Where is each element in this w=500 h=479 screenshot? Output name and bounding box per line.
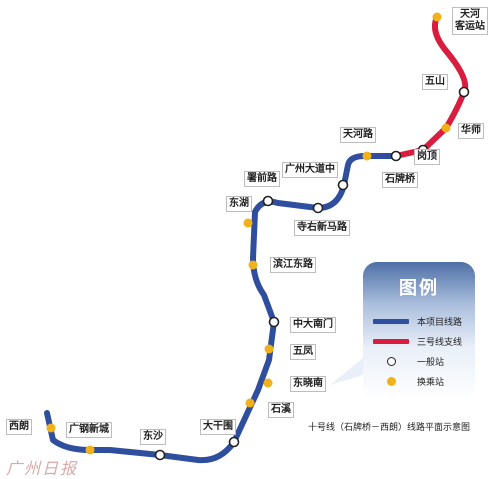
station-label-zhongdananmen: 中大南门: [290, 317, 336, 333]
station-dot-dongxiaonan: [263, 378, 273, 388]
station-dot-shixi: [245, 398, 255, 408]
station-dot-shipaiqiao: [390, 150, 402, 162]
station-label-guanggangxincheng: 广钢新城: [66, 422, 112, 438]
station-label-tianhelu: 天河路: [340, 127, 376, 143]
legend-main-line-label: 本项目线路: [417, 317, 463, 328]
station-dot-siyoumaju: [312, 202, 324, 214]
map-caption: 十号线（石牌桥－西朗）线路平面示意图: [308, 423, 471, 433]
main-line-swatch: [373, 318, 409, 324]
station-label-xilang: 西朗: [6, 419, 32, 435]
station-dot-xilang: [46, 423, 56, 433]
station-label-shixi: 石溪: [268, 402, 294, 418]
station-dot-binjiangdonglu: [248, 260, 258, 270]
station-label-shuqianlu: 署前路: [244, 171, 280, 187]
station-dot-wufeng: [264, 344, 274, 354]
legend-transfer-station-label: 换乘站: [417, 377, 445, 388]
station-dot-zhongdananmen: [268, 316, 280, 328]
station-label-dagangwei: 大干围: [200, 419, 236, 435]
station-label-binjiangdonglu: 滨江东路: [270, 257, 316, 273]
transfer-station-icon: [386, 376, 396, 386]
legend-title: 图例: [399, 278, 439, 299]
station-dot-tianhelu: [362, 151, 372, 161]
station-label-guangzhoudadaozhong: 广州大道中: [282, 162, 338, 178]
station-label-shipaiqiao: 石牌桥: [382, 172, 418, 188]
legend-normal-station-label: 一般站: [417, 357, 445, 368]
station-label-huashi: 华师: [458, 123, 484, 139]
line-3-branch-route: [393, 14, 469, 159]
station-label-dongsha: 东沙: [140, 429, 166, 445]
station-dot-guanggangxincheng: [85, 445, 95, 455]
map-legend: 图例 本项目线路 三号线支线 一般站 换乘站: [363, 262, 475, 400]
line-10-main-route: [44, 153, 399, 464]
station-label-siyoumaju: 寺右新马路: [294, 220, 350, 236]
station-label-wushan: 五山: [422, 74, 448, 90]
station-dot-huashi: [441, 123, 451, 133]
legend-row-branch-line: 三号线支线: [373, 334, 462, 348]
normal-station-icon: [386, 356, 396, 366]
station-label-gangding: 岗顶: [414, 149, 440, 165]
station-dot-guangzhoudadaozhong: [337, 179, 349, 191]
station-dot-dagangwei: [228, 436, 240, 448]
newspaper-watermark: 广州日报: [6, 459, 79, 478]
legend-pointer: [330, 358, 363, 385]
branch-line-swatch: [373, 338, 409, 344]
legend-row-transfer-station: 换乘站: [373, 374, 444, 388]
station-dot-tianhe-kaiyunzhan: [432, 12, 442, 22]
station-label-tianhe-kaiyunzhan: 天河 客运站: [452, 7, 488, 35]
station-dot-donghu: [243, 218, 253, 228]
station-label-dongxiaonan: 东晓南: [290, 376, 326, 392]
legend-branch-line-label: 三号线支线: [417, 337, 463, 348]
legend-row-normal-station: 一般站: [373, 354, 444, 368]
station-label-wufeng: 五凤: [290, 344, 316, 360]
station-dot-shuqianlu: [262, 195, 274, 207]
station-label-donghu: 东湖: [226, 196, 252, 212]
station-dot-wushan: [458, 86, 470, 98]
legend-row-main-line: 本项目线路: [373, 314, 462, 328]
station-dot-dongsha: [154, 449, 166, 461]
